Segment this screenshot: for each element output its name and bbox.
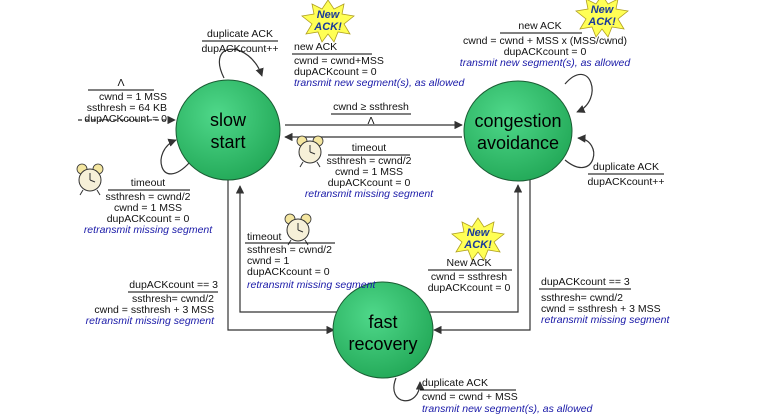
svg-text:cwnd = cwnd+MSS: cwnd = cwnd+MSS: [294, 55, 384, 67]
state-slow-start-line2: start: [210, 132, 245, 152]
svg-text:dupACKcount = 0: dupACKcount = 0: [294, 66, 377, 78]
label-ca-new-ack: new ACK cwnd = cwnd + MSS x (MSS/cwnd) d…: [460, 20, 632, 69]
svg-text:retransmit missing segment: retransmit missing segment: [305, 188, 434, 200]
svg-text:cwnd = ssthresh + 3 MSS: cwnd = ssthresh + 3 MSS: [541, 303, 661, 315]
edge-ss-selfloop-timeout: [160, 138, 191, 175]
label-ca-to-fr: dupACKcount == 3 ssthresh= cwnd/2 cwnd =…: [539, 276, 670, 326]
svg-text:New ACK: New ACK: [447, 257, 492, 269]
label-fr-new-ack: New ACK cwnd = ssthresh dupACKcount = 0: [428, 257, 512, 294]
svg-text:cwnd ≥ ssthresh: cwnd ≥ ssthresh: [333, 101, 409, 113]
label-ca-timeout: timeout ssthresh = cwnd/2 cwnd = 1 MSS d…: [305, 142, 434, 200]
edge-ca-selfloop-dup: [564, 134, 595, 168]
alarm-clock-icon: [284, 213, 312, 246]
new-ack-burst-icon: New ACK!: [575, 0, 629, 38]
svg-text:cwnd = cwnd + MSS x (MSS/cwnd): cwnd = cwnd + MSS x (MSS/cwnd): [463, 35, 627, 47]
svg-text:cwnd = 1: cwnd = 1: [247, 255, 289, 267]
label-ss-new-ack: new ACK cwnd = cwnd+MSS dupACKcount = 0 …: [292, 41, 466, 89]
state-fr-line2: recovery: [348, 334, 417, 354]
svg-text:dupACKcount = 0: dupACKcount = 0: [328, 177, 411, 189]
label-fr-timeout: timeout ssthresh = cwnd/2 cwnd = 1 dupAC…: [245, 231, 376, 291]
svg-text:duplicate ACK: duplicate ACK: [207, 28, 273, 40]
svg-text:cwnd = ssthresh: cwnd = ssthresh: [431, 271, 507, 283]
svg-text:dupACKcount = 0: dupACKcount = 0: [428, 282, 511, 294]
svg-text:timeout: timeout: [131, 177, 166, 189]
state-fast-recovery: fast recovery: [332, 281, 434, 379]
svg-text:ssthresh = cwnd/2: ssthresh = cwnd/2: [106, 191, 191, 203]
edge-fr-to-ca: [424, 184, 523, 313]
svg-text:ssthresh= cwnd/2: ssthresh= cwnd/2: [541, 292, 623, 304]
svg-text:retransmit missing segment: retransmit missing segment: [84, 224, 213, 236]
svg-text:dupACKcount++: dupACKcount++: [587, 176, 664, 188]
svg-text:cwnd = 1 MSS: cwnd = 1 MSS: [99, 91, 167, 103]
svg-text:dupACKcount == 3: dupACKcount == 3: [129, 279, 218, 291]
edge-fr-selfloop: [393, 377, 425, 402]
label-init: Λ cwnd = 1 MSS ssthresh = 64 KB dupACKco…: [84, 77, 167, 125]
alarm-clock-icon: [296, 135, 324, 168]
svg-text:retransmit missing segment: retransmit missing segment: [86, 315, 215, 327]
label-ss-dup-ack: duplicate ACK dupACKcount++: [201, 28, 278, 55]
label-ss-to-ca: cwnd ≥ ssthresh Λ: [331, 101, 411, 127]
alarm-clock-icon: [76, 163, 104, 196]
svg-text:dupACKcount == 3: dupACKcount == 3: [541, 276, 630, 288]
svg-text:duplicate ACK: duplicate ACK: [593, 161, 659, 173]
svg-text:transmit new segment(s), as al: transmit new segment(s), as allowed: [422, 403, 594, 415]
svg-text:cwnd = ssthresh + 3 MSS: cwnd = ssthresh + 3 MSS: [94, 304, 214, 316]
label-init-event: Λ: [117, 77, 124, 89]
state-congestion-avoidance: congestion avoidance: [463, 80, 573, 182]
svg-text:cwnd = cwnd + MSS: cwnd = cwnd + MSS: [422, 391, 518, 403]
label-ss-to-fr: dupACKcount == 3 ssthresh= cwnd/2 cwnd =…: [86, 279, 219, 327]
edge-fr-to-ss: [235, 185, 344, 313]
svg-text:timeout: timeout: [352, 142, 387, 154]
svg-text:ssthresh = 64 KB: ssthresh = 64 KB: [87, 102, 167, 114]
svg-text:cwnd = 1 MSS: cwnd = 1 MSS: [114, 202, 182, 214]
svg-text:duplicate ACK: duplicate ACK: [422, 377, 488, 389]
svg-text:New: New: [591, 4, 615, 16]
svg-text:New: New: [467, 227, 491, 239]
state-ca-line1: congestion: [474, 111, 561, 131]
state-fr-line1: fast: [368, 312, 397, 332]
label-ss-timeout: timeout ssthresh = cwnd/2 cwnd = 1 MSS d…: [84, 177, 213, 236]
svg-text:retransmit missing segment: retransmit missing segment: [247, 279, 376, 291]
svg-text:ACK!: ACK!: [587, 16, 616, 28]
new-ack-burst-icon: New ACK!: [301, 0, 355, 43]
svg-text:ACK!: ACK!: [313, 21, 342, 33]
edge-ss-to-fr: [227, 180, 335, 335]
svg-text:timeout: timeout: [247, 231, 282, 243]
svg-text:ssthresh= cwnd/2: ssthresh= cwnd/2: [132, 293, 214, 305]
svg-text:transmit new segment(s), as al: transmit new segment(s), as allowed: [294, 77, 466, 89]
edge-ca-to-fr: [433, 180, 531, 335]
svg-text:cwnd = 1 MSS: cwnd = 1 MSS: [335, 166, 403, 178]
svg-text:new ACK: new ACK: [294, 41, 337, 53]
label-ca-dup-ack: duplicate ACK dupACKcount++: [587, 161, 664, 188]
new-ack-burst-icon: New ACK!: [451, 217, 505, 261]
svg-text:dupACKcount = 0: dupACKcount = 0: [504, 46, 587, 58]
svg-text:dupACKcount = 0: dupACKcount = 0: [247, 266, 330, 278]
state-slow-start: slow start: [175, 79, 281, 181]
svg-text:ACK!: ACK!: [463, 239, 492, 251]
svg-text:retransmit missing segment: retransmit missing segment: [541, 314, 670, 326]
state-ca-line2: avoidance: [477, 133, 559, 153]
svg-text:transmit new segment(s), as al: transmit new segment(s), as allowed: [460, 57, 632, 69]
svg-text:new ACK: new ACK: [518, 20, 561, 32]
edge-ss-selfloop-top: [218, 48, 264, 79]
svg-text:Λ: Λ: [367, 115, 374, 127]
svg-text:dupACKcount = 0: dupACKcount = 0: [84, 113, 167, 125]
state-slow-start-line1: slow: [210, 110, 247, 130]
svg-text:dupACKcount++: dupACKcount++: [201, 43, 278, 55]
svg-text:dupACKcount = 0: dupACKcount = 0: [107, 213, 190, 225]
svg-text:ssthresh = cwnd/2: ssthresh = cwnd/2: [247, 244, 332, 256]
label-fr-dup-ack: duplicate ACK cwnd = cwnd + MSS transmit…: [420, 377, 594, 415]
edge-ca-selfloop-top: [564, 74, 593, 113]
svg-text:New: New: [317, 9, 341, 21]
svg-text:ssthresh = cwnd/2: ssthresh = cwnd/2: [327, 155, 412, 167]
